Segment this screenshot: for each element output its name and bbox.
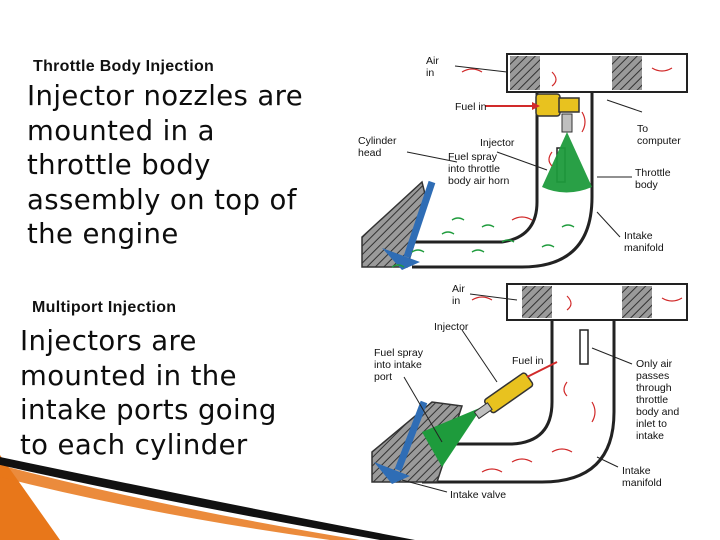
tbi-description: Injector nozzles are mounted in a thrott…	[27, 80, 304, 250]
label-fuel-in: Fuel in	[512, 355, 544, 367]
fuel-spray-cone	[542, 132, 592, 193]
label-intake-valve: Intake valve	[450, 489, 506, 501]
valve-icon	[382, 180, 436, 270]
label-injector: Injector	[434, 321, 469, 333]
decorative-swoosh	[0, 455, 415, 540]
tbi-heading: Throttle Body Injection	[33, 58, 215, 75]
injector-icon	[473, 372, 534, 420]
fuel-spray-cone	[422, 407, 482, 467]
mpi-heading: Multiport Injection	[32, 299, 177, 316]
mpi-description: Injectors are mounted in the intake port…	[20, 325, 277, 461]
valve-icon	[374, 400, 428, 484]
label-fuel-in: Fuel in	[455, 101, 487, 113]
label-injector: Injector	[480, 137, 515, 149]
injector-icon	[535, 93, 580, 133]
